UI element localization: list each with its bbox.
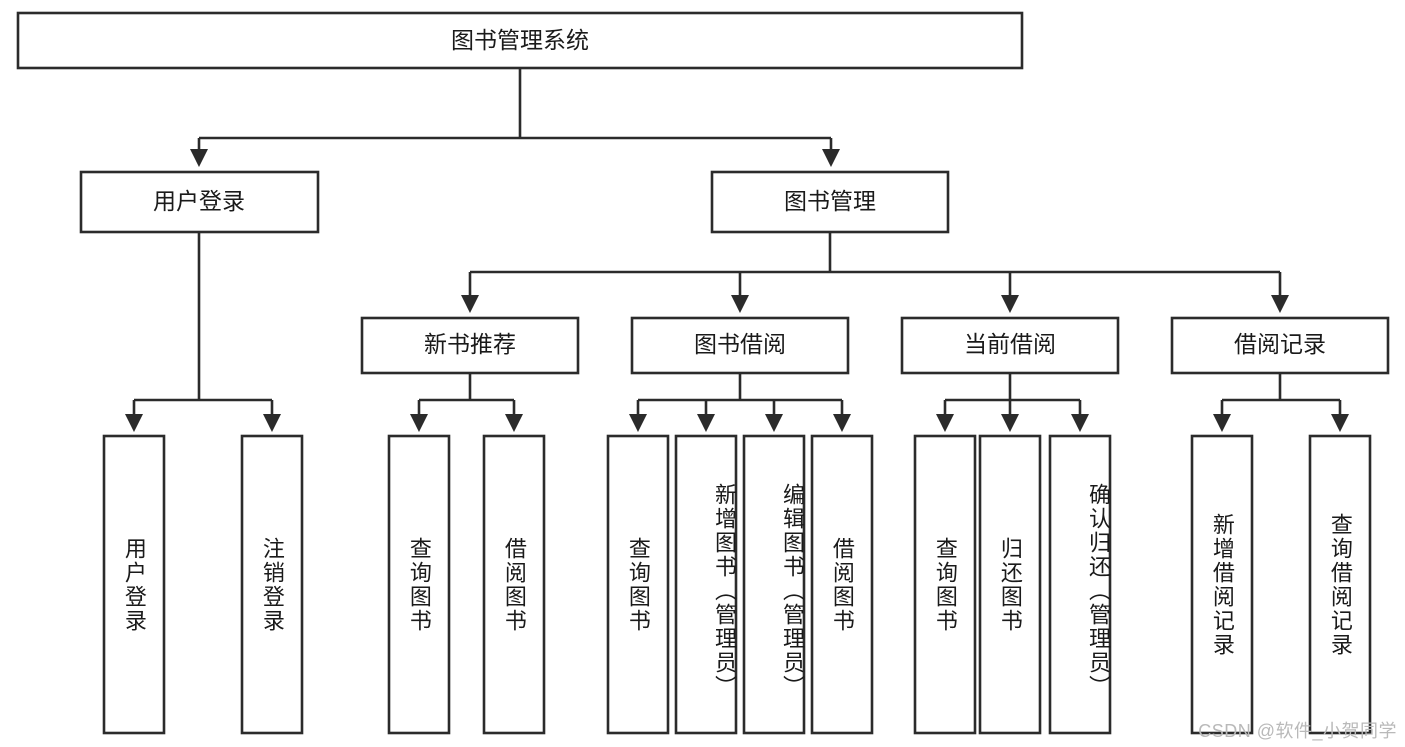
watermark-text: CSDN @软件_小贺同学 — [1198, 721, 1397, 741]
node-current-borrow-label: 当前借阅 — [964, 331, 1056, 357]
node-new-book-recommend[interactable]: 新书推荐 — [360, 316, 580, 375]
leaf-box-new-book-0[interactable] — [387, 434, 451, 735]
leaf-box-current-1[interactable] — [978, 434, 1042, 735]
leaf-box-current-0[interactable] — [913, 434, 977, 735]
node-root[interactable]: 图书管理系统 — [16, 11, 1024, 70]
node-user-login[interactable]: 用户登录 — [79, 170, 320, 234]
connector-currentborrow-to-leaves — [935, 373, 1090, 433]
connector-root-to-level2 — [189, 68, 841, 168]
leaf-box-record-1[interactable] — [1308, 434, 1372, 735]
leaf-box-book-borrow-2[interactable] — [742, 434, 806, 735]
leaf-box-record-0[interactable] — [1190, 434, 1254, 735]
leaf-box-user-login-1[interactable] — [240, 434, 304, 735]
node-book-management-label: 图书管理 — [784, 188, 876, 214]
leaf-box-user-login-0[interactable] — [102, 434, 166, 735]
connector-borrowrecord-to-leaves — [1212, 373, 1350, 433]
connector-bookmgmt-to-level3 — [460, 232, 1290, 314]
node-book-borrow[interactable]: 图书借阅 — [630, 316, 850, 375]
connector-newbook-to-leaves — [409, 373, 524, 433]
node-current-borrow[interactable]: 当前借阅 — [900, 316, 1120, 375]
connector-userlogin-to-leaves — [124, 232, 282, 433]
leaf-box-book-borrow-0[interactable] — [606, 434, 670, 735]
node-borrow-record[interactable]: 借阅记录 — [1170, 316, 1390, 375]
node-user-login-label: 用户登录 — [153, 188, 245, 214]
leaf-box-book-borrow-3[interactable] — [810, 434, 874, 735]
connector-bookborrow-to-leaves — [628, 373, 852, 433]
leaf-box-current-2[interactable] — [1048, 434, 1112, 735]
node-borrow-record-label: 借阅记录 — [1234, 331, 1326, 357]
node-book-borrow-label: 图书借阅 — [694, 331, 786, 357]
leaf-box-book-borrow-1[interactable] — [674, 434, 738, 735]
node-book-management[interactable]: 图书管理 — [710, 170, 950, 234]
leaf-box-new-book-1[interactable] — [482, 434, 546, 735]
node-root-label: 图书管理系统 — [451, 27, 589, 53]
node-new-book-recommend-label: 新书推荐 — [424, 331, 516, 357]
